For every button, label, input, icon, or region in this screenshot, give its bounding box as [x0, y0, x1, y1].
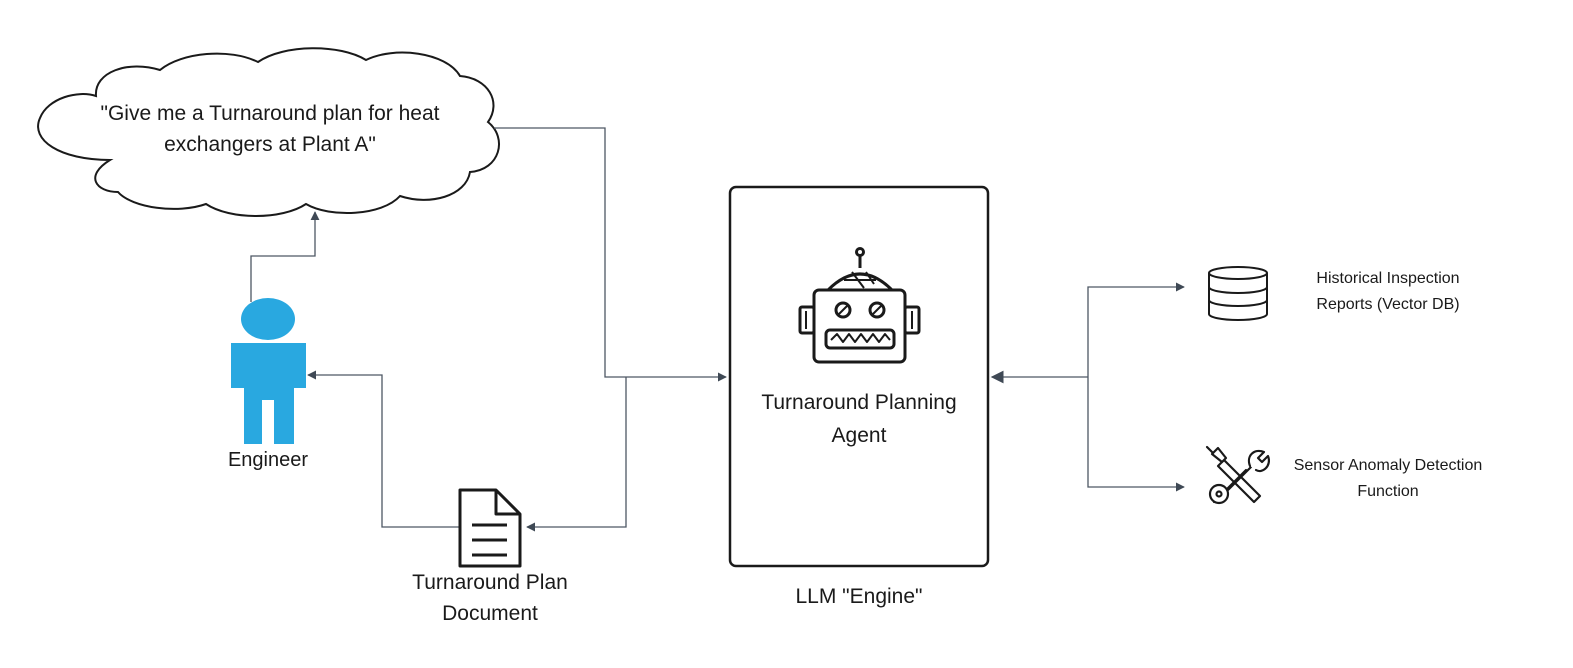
document-label-line-1: Turnaround Plan	[412, 571, 568, 594]
document-icon	[458, 488, 522, 568]
engineer-person-icon	[231, 298, 306, 444]
engineer-label: Engineer	[227, 449, 309, 471]
agent-to-document-connector	[526, 377, 627, 532]
database-label-line-2: Reports (Vector DB)	[1316, 296, 1460, 313]
document-to-engineer-connector	[307, 370, 459, 528]
document-label: Turnaround Plan Document	[385, 567, 595, 629]
robot-icon	[798, 247, 921, 364]
request-cloud-text: "Give me a Turnaround plan for heat exch…	[40, 98, 500, 160]
database-icon	[1208, 266, 1268, 321]
agent-label-line-1: Turnaround Planning	[761, 391, 957, 414]
engine-label: LLM "Engine"	[795, 585, 923, 608]
sensor-label-line-2: Function	[1357, 483, 1419, 500]
screwdriver-wrench-icon	[1205, 445, 1270, 505]
engineer-to-cloud-connector	[250, 211, 320, 302]
sensor-label-line-1: Sensor Anomaly Detection	[1293, 457, 1483, 474]
request-line-2: exchangers at Plant A"	[164, 133, 376, 156]
sensor-label: Sensor Anomaly Detection Function	[1262, 453, 1514, 505]
request-line-1: "Give me a Turnaround plan for heat	[100, 102, 440, 125]
request-cloud	[37, 47, 500, 217]
agent-box	[728, 185, 990, 568]
cloud-to-agent-connector	[494, 127, 727, 382]
agent-to-database-connector	[1087, 282, 1185, 377]
agent-label-line-2: Agent	[831, 424, 887, 447]
agent-to-sensor-connector	[1087, 377, 1185, 492]
database-label-line-1: Historical Inspection	[1316, 270, 1460, 287]
document-label-line-2: Document	[442, 602, 538, 625]
database-label: Historical Inspection Reports (Vector DB…	[1262, 266, 1514, 318]
agent-label: Turnaround Planning Agent	[730, 386, 988, 452]
